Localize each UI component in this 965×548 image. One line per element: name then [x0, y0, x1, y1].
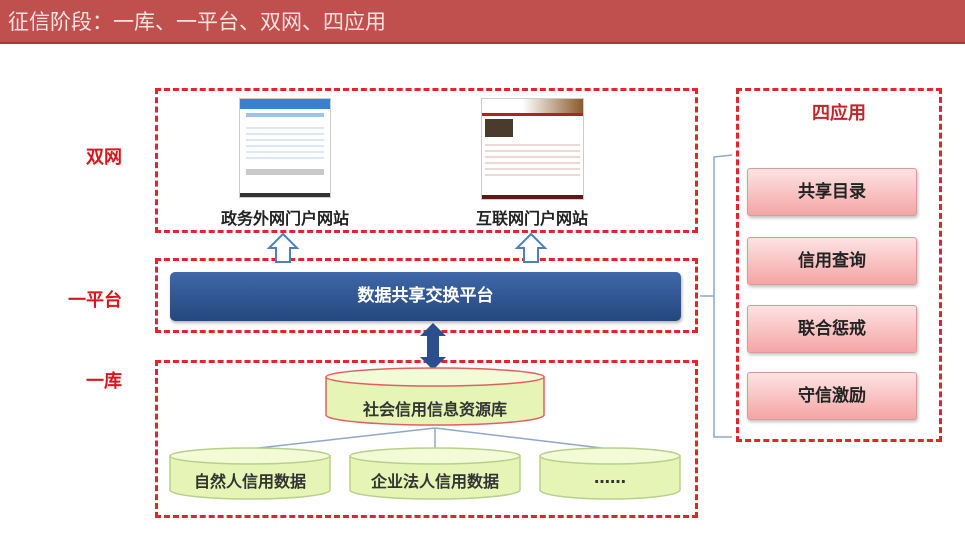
source-cylinders — [169, 447, 681, 500]
app-trust-incentive[interactable]: 守信激励 — [747, 372, 917, 420]
applications-heading: 四应用 — [812, 103, 866, 124]
internet-portal-thumbnail — [481, 98, 584, 200]
label-dual-network: 双网 — [86, 147, 122, 168]
app-shared-catalog[interactable]: 共享目录 — [747, 168, 917, 216]
label-one-library: 一库 — [86, 371, 122, 392]
up-arrow-icon — [514, 232, 548, 263]
resource-library-label: 社会信用信息资源库 — [362, 400, 507, 419]
tree-lines — [249, 427, 611, 450]
label-one-platform: 一平台 — [68, 290, 122, 311]
gov-portal-thumbnail — [239, 98, 331, 198]
source-enterprise: 企业法人信用数据 — [370, 472, 499, 491]
applications-box — [736, 88, 942, 442]
data-exchange-platform[interactable]: 数据共享交换平台 — [170, 272, 681, 321]
resource-library-cylinder — [325, 367, 545, 426]
internet-portal-label: 互联网门户网站 — [475, 209, 588, 228]
double-arrow-icon — [420, 323, 446, 370]
source-more: …… — [594, 468, 626, 487]
slide-title: 征信阶段：一库、一平台、双网、四应用 — [0, 0, 965, 44]
source-natural-person: 自然人信用数据 — [193, 472, 306, 491]
gov-portal-label: 政务外网门户网站 — [220, 209, 349, 228]
app-joint-punishment[interactable]: 联合惩戒 — [747, 305, 917, 353]
up-arrow-icon — [266, 232, 300, 263]
brace — [700, 154, 733, 438]
app-credit-query[interactable]: 信用查询 — [747, 237, 917, 285]
dual-network-box — [155, 88, 698, 233]
